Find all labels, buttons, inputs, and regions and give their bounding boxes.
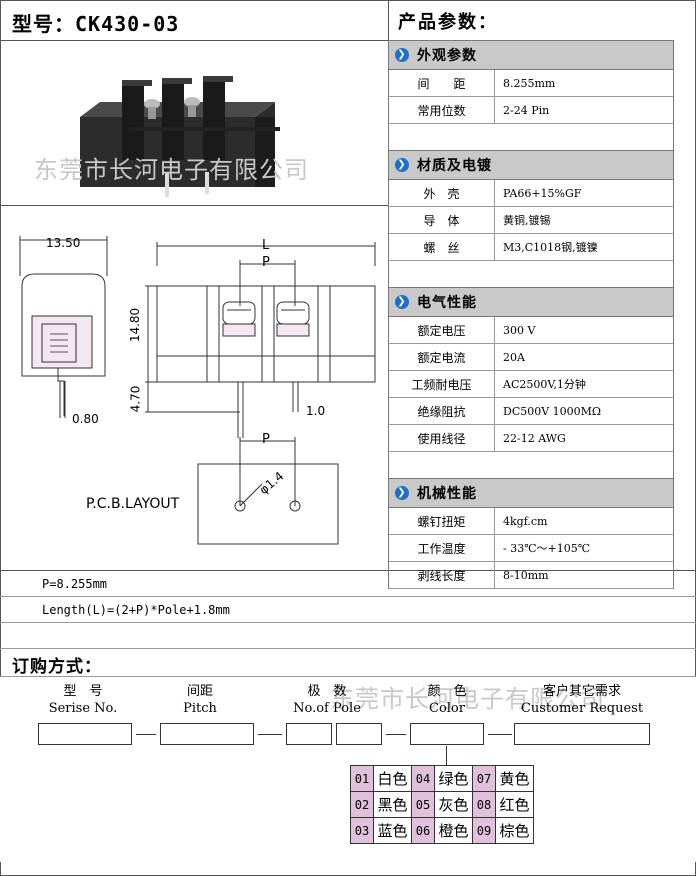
- param-row: 导 体黄铜,镀锡: [388, 207, 674, 234]
- section-mechanical-head: ❯机械性能: [388, 478, 674, 508]
- pole-box-1[interactable]: [286, 723, 332, 745]
- pole-box-2[interactable]: [336, 723, 382, 745]
- model-title: 型号：CK430-03: [12, 8, 179, 37]
- dim-pin-length: 4.70: [128, 385, 143, 413]
- section-material-head: ❯材质及电镀: [388, 150, 674, 180]
- product-photo: [70, 72, 290, 197]
- model-number: CK430-03: [75, 12, 180, 36]
- request-box[interactable]: [514, 723, 650, 745]
- section-electrical-head: ❯电气性能: [388, 287, 674, 317]
- arrow-icon: ❯: [395, 158, 409, 172]
- arrow-icon: ❯: [395, 295, 409, 309]
- section-appearance-head: ❯外观参数: [388, 40, 674, 70]
- length-formula: Length(L)=(2+P)*Pole+1.8mm: [42, 603, 230, 617]
- pcb-layout-label: P.C.B.LAYOUT: [86, 496, 180, 512]
- watermark-bottom: 东莞市长河电子有限公司: [330, 685, 605, 713]
- dim-pin-width: 0.80: [72, 412, 99, 426]
- dim-pin-spacing: 1.0: [306, 404, 326, 418]
- dim-height: 14.80: [128, 307, 143, 343]
- technical-drawing: 13.50 L P 14.80 4.70 0.80 1.0 P φ1.4 P.C…: [0, 206, 388, 570]
- series-box[interactable]: [38, 723, 132, 745]
- dim-pitch-label: P: [262, 255, 270, 270]
- pitch-formula: P=8.255mm: [42, 577, 108, 591]
- pitch-box[interactable]: [160, 723, 254, 745]
- color-box[interactable]: [410, 723, 484, 745]
- params-title: 产品参数：: [398, 12, 498, 33]
- watermark-top: 东莞市长河电子有限公司: [34, 156, 309, 184]
- dim-length-label: L: [262, 238, 270, 253]
- arrow-icon: ❯: [395, 48, 409, 62]
- dim-width: 13.50: [46, 236, 81, 250]
- model-label: 型号：: [12, 12, 75, 36]
- arrow-icon: ❯: [395, 486, 409, 500]
- order-title: 订购方式：: [12, 657, 102, 677]
- param-row: 工作温度- 33℃～+105℃: [388, 535, 674, 562]
- pcb-pitch-label: P: [262, 432, 270, 447]
